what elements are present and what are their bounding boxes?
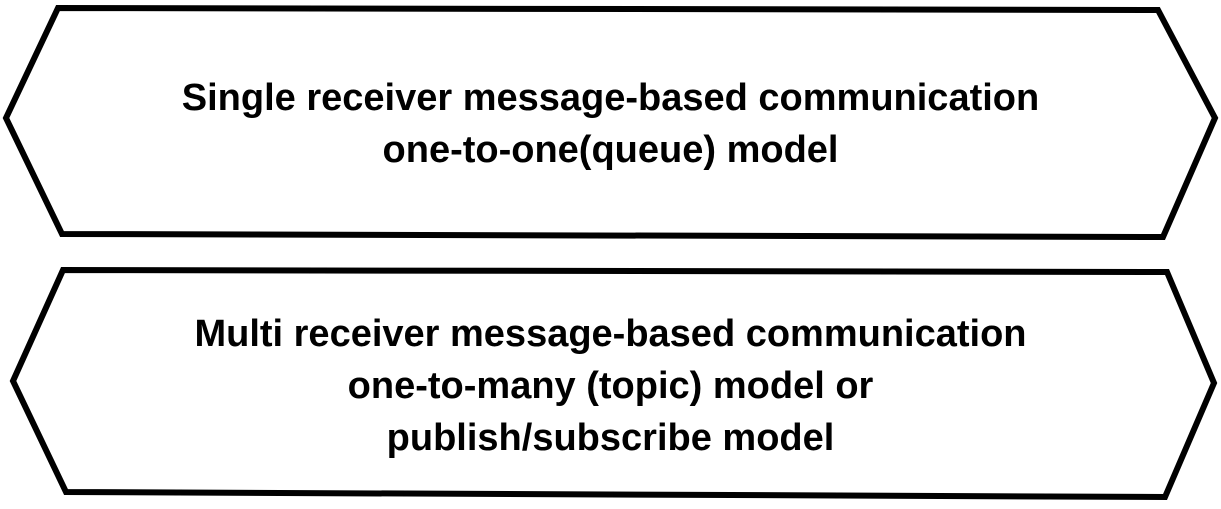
hexagon-2-line-1: Multi receiver message-based communicati… [194,313,1027,355]
hexagon-1-line-1: Single receiver message-based communicat… [181,77,1040,119]
hexagon-1-label: Single receiver message-based communicat… [0,72,1221,176]
hexagon-2-line-2: one-to-many (topic) model or [347,365,874,407]
hexagon-2-label: Multi receiver message-based communicati… [0,308,1221,464]
hexagon-shape-1 [2,4,1219,241]
hexagon-shape-2 [9,266,1218,501]
hexagon-1-line-2: one-to-one(queue) model [382,129,839,171]
hexagon-2-line-3: publish/subscribe model [386,417,835,459]
